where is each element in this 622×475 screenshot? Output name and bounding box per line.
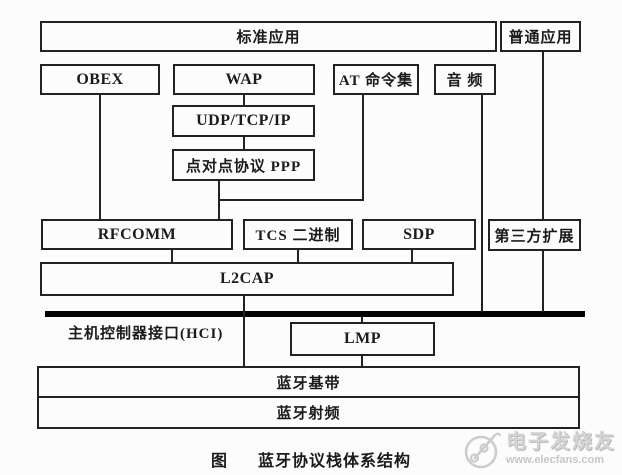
node-third-party-extension: 第三方扩展 [488, 219, 581, 251]
figure-caption-title: 蓝牙协议栈体系结构 [258, 453, 412, 470]
node-bluetooth-rf: 蓝牙射频 [37, 396, 580, 429]
connector-tcs-l2cap [297, 250, 299, 262]
watermark-text: 电子发烧友 www.elecfans.com [506, 432, 616, 466]
connector-lmp-baseband [361, 356, 363, 366]
hci-interface-label: 主机控制器接口(HCI) [68, 326, 224, 342]
watermark: 电子发烧友 www.elecfans.com [464, 426, 620, 472]
node-audio: 音 频 [434, 64, 496, 95]
connector-ppp-at-horizontal [218, 199, 364, 201]
node-udp-tcp-ip: UDP/TCP/IP [172, 105, 315, 137]
connector-hci-lmp [361, 317, 363, 322]
node-l2cap: L2CAP [40, 262, 454, 296]
connector-udp-ppp [243, 137, 245, 149]
connector-l2cap-baseband [243, 296, 245, 366]
node-tcs-binary: TCS 二进制 [243, 219, 353, 250]
node-obex: OBEX [40, 64, 160, 95]
connector-thirdparty-hci [542, 251, 544, 312]
connector-rfcomm-l2cap [171, 250, 173, 262]
figure-caption: 图 蓝牙协议栈体系结构 [160, 447, 462, 471]
connector-wap-udp [243, 95, 245, 105]
node-wap: WAP [173, 64, 315, 95]
hci-interface-bar [45, 311, 585, 317]
connector-at-junction [362, 95, 364, 201]
node-normal-app: 普通应用 [500, 21, 581, 52]
node-lmp: LMP [290, 322, 435, 356]
connector-obex-rfcomm [99, 95, 101, 219]
watermark-url: www.elecfans.com [506, 454, 605, 466]
node-bluetooth-baseband: 蓝牙基带 [37, 366, 580, 398]
connector-sdp-l2cap [411, 250, 413, 262]
node-rfcomm: RFCOMM [41, 219, 233, 250]
node-at-command-set: AT 命令集 [333, 64, 419, 95]
connector-audio-hci [481, 95, 483, 312]
node-sdp: SDP [362, 219, 476, 250]
watermark-brand: 电子发烧友 [506, 431, 616, 453]
link-nodes-icon [464, 432, 502, 469]
connector-normalapp-thirdparty [542, 52, 544, 219]
node-ppp: 点对点协议 PPP [172, 149, 315, 181]
figure-caption-prefix: 图 [210, 453, 228, 470]
node-standard-app: 标准应用 [40, 21, 497, 52]
